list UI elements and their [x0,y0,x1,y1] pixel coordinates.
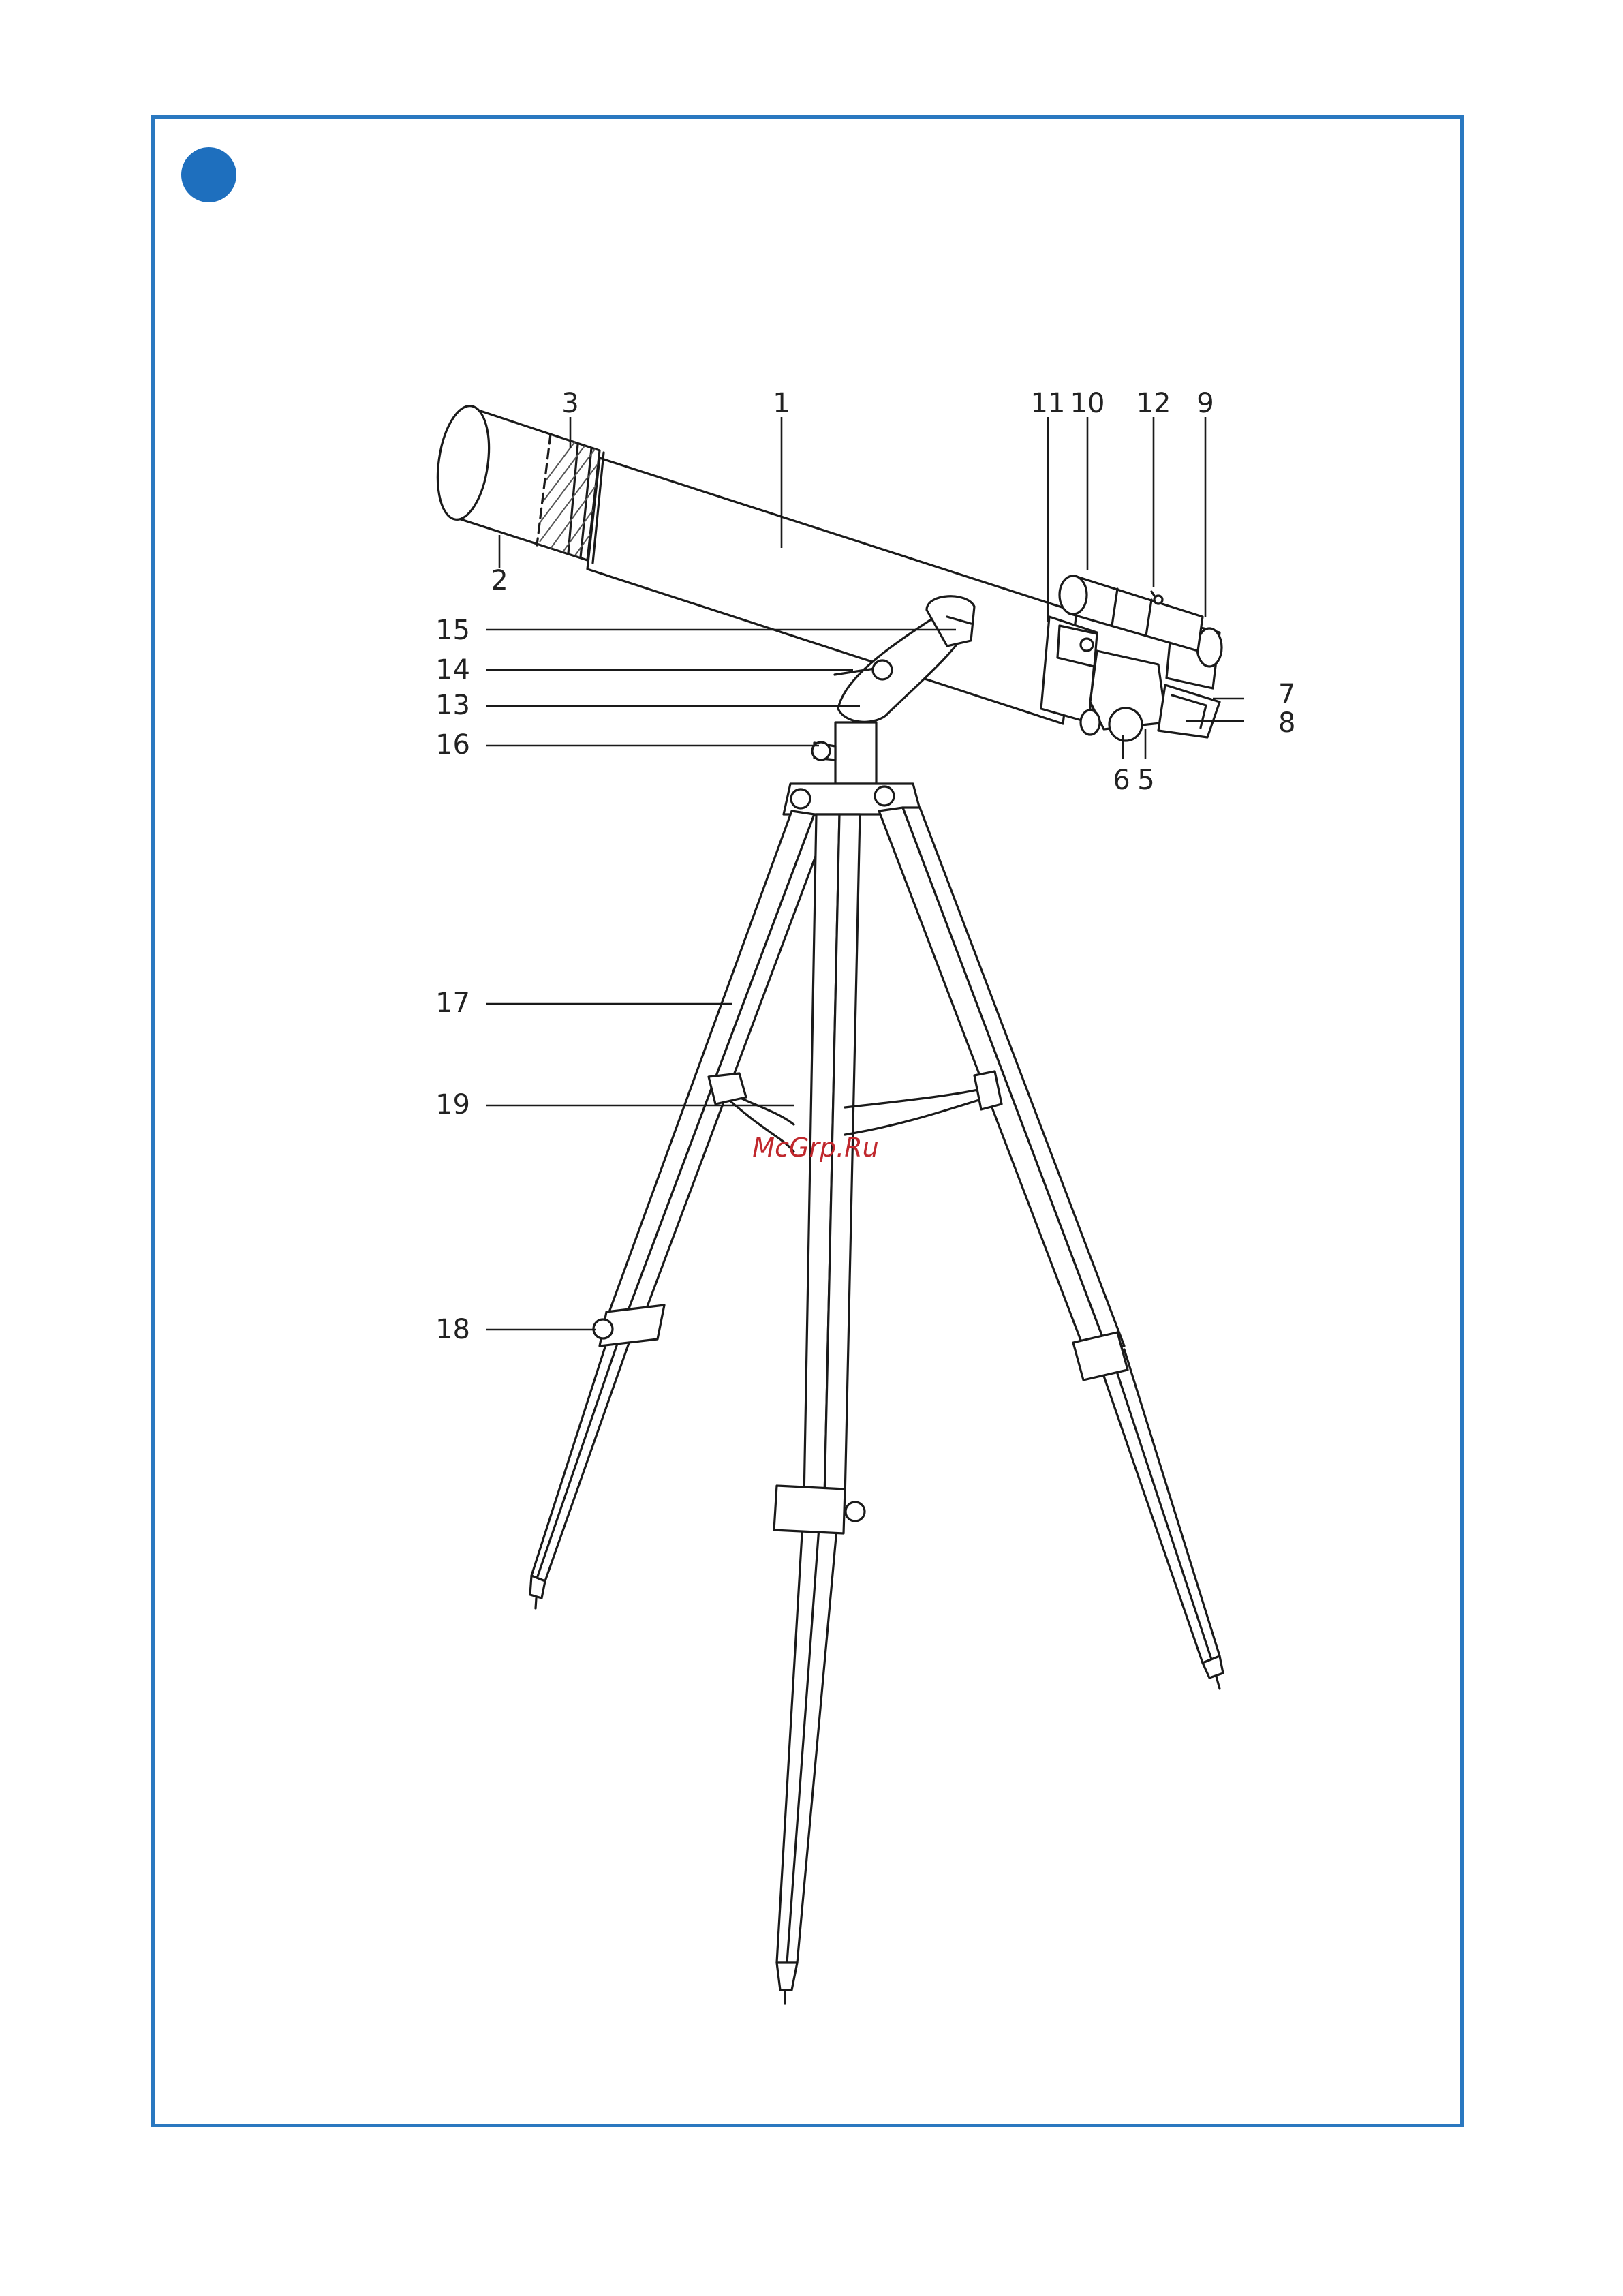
label-14: 14 [435,654,470,686]
label-18: 18 [435,1314,470,1345]
label-3: 3 [561,388,578,419]
watermark-text: McGrp.Ru [752,1133,878,1163]
label-10: 10 [1070,388,1105,419]
label-19: 19 [435,1089,470,1120]
label-17: 17 [435,988,470,1019]
label-15: 15 [435,615,470,646]
label-11: 11 [1031,388,1066,419]
label-5: 5 [1137,765,1154,796]
label-12: 12 [1137,388,1171,419]
label-1: 1 [773,388,790,419]
tripod-legs [530,808,1223,2004]
optical-tube [431,403,1097,724]
label-13: 13 [435,690,470,721]
focuser-assembly [1057,576,1222,741]
label-2: 2 [491,565,508,596]
label-6: 6 [1113,765,1130,796]
label-9: 9 [1196,388,1214,419]
label-7: 7 [1278,679,1295,710]
label-8: 8 [1278,707,1295,739]
label-16: 16 [435,729,470,761]
